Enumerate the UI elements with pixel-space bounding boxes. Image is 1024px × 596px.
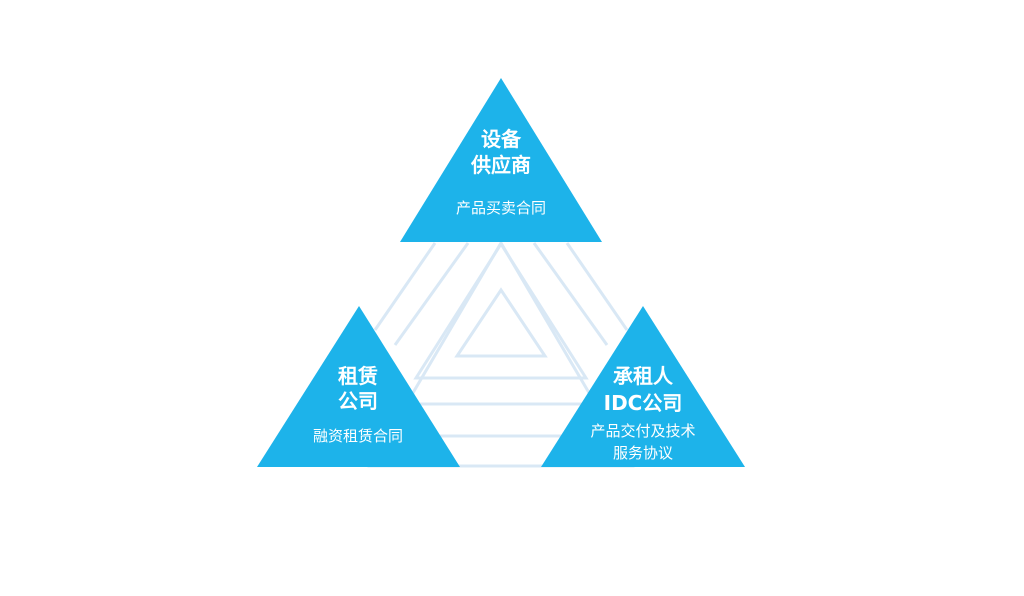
node-right-triangle — [541, 306, 745, 467]
node-top: 设备 供应商 产品买卖合同 — [400, 78, 602, 242]
node-right-title-line-1: 承租人 — [613, 364, 674, 388]
node-right-subtitle-line-2: 服务协议 — [613, 444, 673, 462]
node-top-title-line-2: 供应商 — [470, 153, 531, 177]
node-left-title-line-1: 租赁 — [338, 364, 378, 388]
node-top-triangle — [400, 78, 602, 242]
outline-stripe — [532, 242, 609, 346]
node-right-subtitle-line-1: 产品交付及技术 — [590, 422, 695, 440]
node-left-triangle — [257, 306, 460, 467]
node-left-title-line-2: 公司 — [338, 389, 378, 413]
center-outline-pattern — [367, 240, 635, 468]
node-right-title-line-2: IDC公司 — [604, 391, 683, 415]
outline-triangle-small — [454, 287, 548, 358]
outline-triangle-large — [367, 240, 635, 468]
node-right: 承租人 IDC公司 产品交付及技术 服务协议 — [541, 306, 745, 467]
outline-stripe — [565, 242, 629, 331]
node-left: 租赁 公司 融资租赁合同 — [257, 306, 460, 467]
outline-stripe — [373, 242, 437, 331]
node-top-title-line-1: 设备 — [481, 127, 522, 151]
node-top-subtitle: 产品买卖合同 — [456, 199, 546, 217]
node-left-subtitle: 融资租赁合同 — [313, 427, 403, 445]
outline-stripe — [393, 242, 470, 346]
outline-triangle-medium — [413, 241, 589, 380]
